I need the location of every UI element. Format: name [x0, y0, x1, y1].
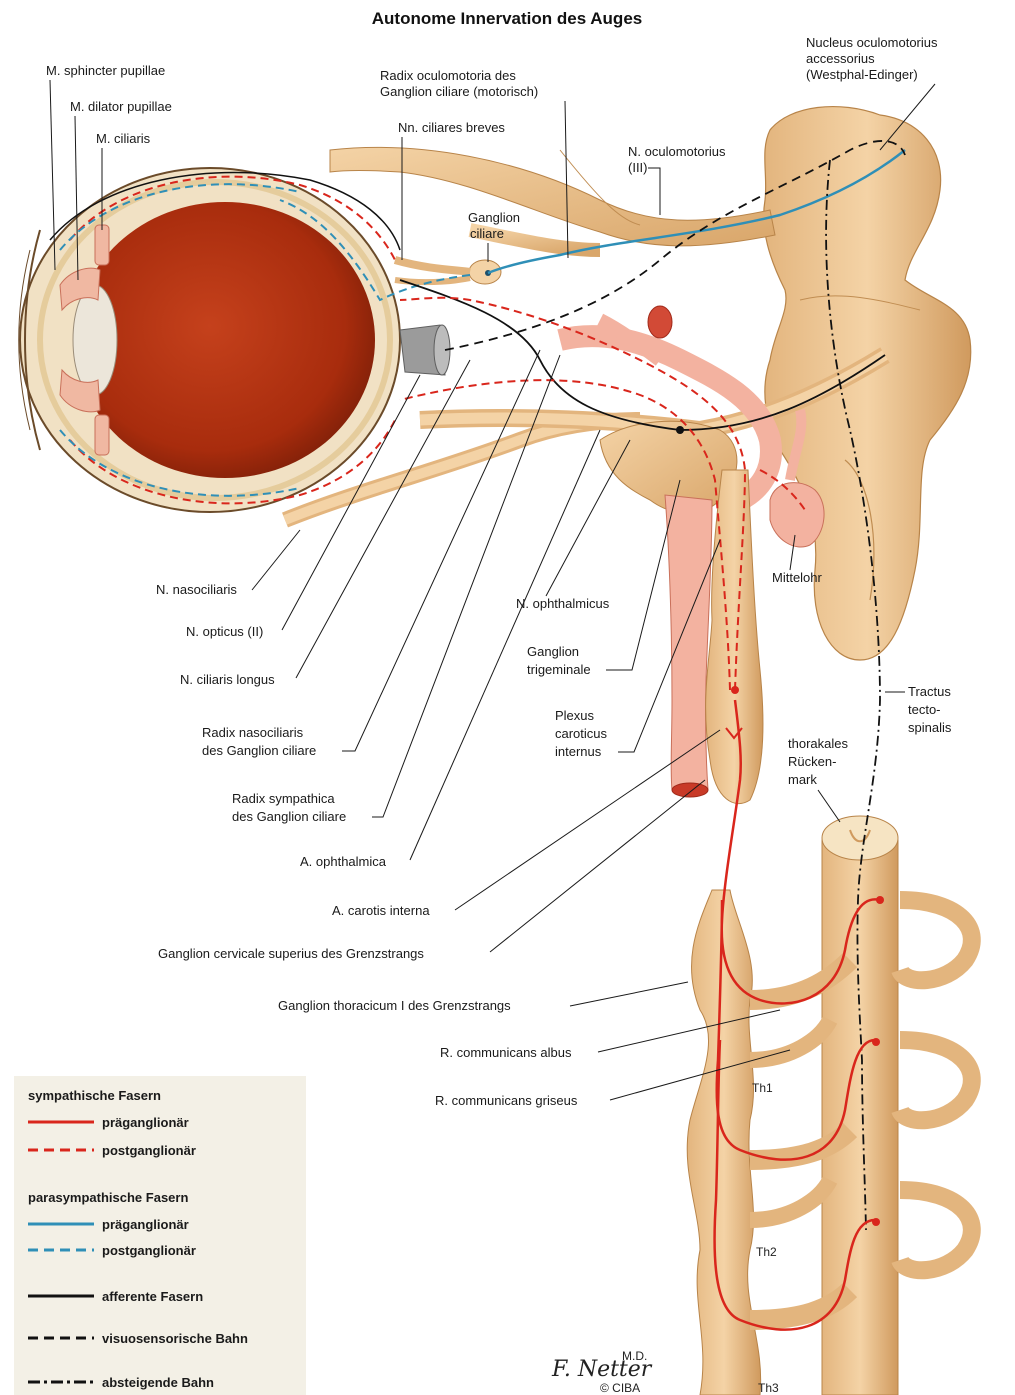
label-radix-sympathica-1: Radix sympathica: [232, 791, 335, 806]
legend-absteigend: absteigende Bahn: [102, 1375, 214, 1390]
label-nucleus-2: accessorius: [806, 51, 875, 66]
label-ganglion-ciliare-1: Ganglion: [468, 210, 520, 225]
ciliary-ganglion: [469, 260, 501, 284]
label-n-oculomotorius-2: (III): [628, 160, 648, 175]
label-plexus-1: Plexus: [555, 708, 595, 723]
label-mittelohr: Mittelohr: [772, 570, 823, 585]
legend-afferent: afferente Fasern: [102, 1289, 203, 1304]
middle-ear: [770, 483, 824, 547]
label-ganglion-ciliare-2: ciliare: [470, 226, 504, 241]
label-sphincter-pupillae: M. sphincter pupillae: [46, 63, 165, 78]
lens: [73, 285, 117, 395]
artist-signature: F. Netter M.D. © CIBA: [551, 1349, 653, 1395]
label-thorakales-3: mark: [788, 772, 817, 787]
label-a-ophthalmica: A. ophthalmica: [300, 854, 387, 869]
label-n-nasociliaris: N. nasociliaris: [156, 582, 237, 597]
legend-parasympathisch-heading: parasympathische Fasern: [28, 1190, 188, 1205]
label-th3: Th3: [758, 1381, 779, 1395]
label-radix-oculomotoria-1: Radix oculomotoria des: [380, 68, 516, 83]
legend-sym-pre: präganglionär: [102, 1115, 189, 1130]
eyeball: [19, 168, 450, 512]
page-title: Autonome Innervation des Auges: [372, 9, 642, 28]
label-n-ciliaris-longus: N. ciliaris longus: [180, 672, 275, 687]
label-n-ophthalmicus: N. ophthalmicus: [516, 596, 610, 611]
label-nn-ciliares-breves: Nn. ciliares breves: [398, 120, 505, 135]
legend-para-post: postganglionär: [102, 1243, 196, 1258]
label-radix-nasociliaris-1: Radix nasociliaris: [202, 725, 304, 740]
label-radix-sympathica-2: des Ganglion ciliare: [232, 809, 346, 824]
superior-cervical-ganglion: [706, 470, 763, 804]
label-tractus-3: spinalis: [908, 720, 952, 735]
label-radix-nasociliaris-2: des Ganglion ciliare: [202, 743, 316, 758]
label-tractus-2: tecto-: [908, 702, 941, 717]
label-ganglion-trigeminale-1: Ganglion: [527, 644, 579, 659]
label-n-opticus: N. opticus (II): [186, 624, 263, 639]
label-thorakales-1: thorakales: [788, 736, 848, 751]
label-n-oculomotorius-1: N. oculomotorius: [628, 144, 726, 159]
label-th1: Th1: [752, 1081, 773, 1095]
legend-para-pre: präganglionär: [102, 1217, 189, 1232]
label-tractus-1: Tractus: [908, 684, 951, 699]
label-ganglion-trigeminale-2: trigeminale: [527, 662, 591, 677]
label-radix-oculomotoria-2: Ganglion ciliare (motorisch): [380, 84, 538, 99]
signature-copyright: © CIBA: [600, 1381, 640, 1395]
label-ganglion-thoracicum: Ganglion thoracicum I des Grenzstrangs: [278, 998, 511, 1013]
legend: sympathische Fasern präganglionär postga…: [14, 1076, 306, 1395]
label-dilator-pupillae: M. dilator pupillae: [70, 99, 172, 114]
label-r-communicans-albus: R. communicans albus: [440, 1045, 572, 1060]
label-ganglion-cervicale: Ganglion cervicale superius des Grenzstr…: [158, 946, 424, 961]
label-r-communicans-griseus: R. communicans griseus: [435, 1093, 578, 1108]
label-a-carotis-interna: A. carotis interna: [332, 903, 430, 918]
label-nucleus-3: (Westphal-Edinger): [806, 67, 918, 82]
label-plexus-2: caroticus: [555, 726, 608, 741]
legend-visuo: visuosensorische Bahn: [102, 1331, 248, 1346]
oculomotor-nerve: [330, 147, 775, 250]
legend-sym-post: postganglionär: [102, 1143, 196, 1158]
label-ciliaris: M. ciliaris: [96, 131, 151, 146]
signature-md: M.D.: [622, 1349, 647, 1363]
legend-sympathisch-heading: sympathische Fasern: [28, 1088, 161, 1103]
label-th2: Th2: [756, 1245, 777, 1259]
label-plexus-3: internus: [555, 744, 602, 759]
label-nucleus-1: Nucleus oculomotorius: [806, 35, 938, 50]
label-thorakales-2: Rücken-: [788, 754, 836, 769]
